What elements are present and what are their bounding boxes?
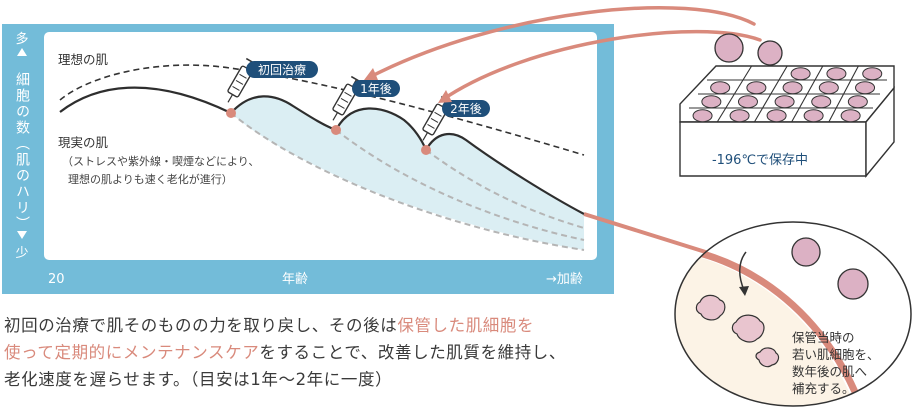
tray-cell xyxy=(774,95,795,109)
storage-tray: -196℃で保存中 xyxy=(679,65,895,178)
aged-cell xyxy=(755,347,780,368)
aged-cell xyxy=(731,314,765,343)
real-skin-label: 現実の肌 xyxy=(58,135,109,150)
insert-arrow-head-icon xyxy=(739,286,749,296)
injection-badge: 2年後 xyxy=(450,102,482,116)
young-cell xyxy=(791,237,821,267)
zoom-circle: 保管当時の 若い肌細胞を、 数年後の肌へ 補充する。 xyxy=(674,221,912,407)
projection-line-2 xyxy=(335,129,585,241)
caption-line-2: 使って定期的にメンテナンスケアをすることで、改善した肌質を維持し、 xyxy=(4,343,567,362)
tray-cell xyxy=(840,109,861,123)
x-axis-label: 年齢 xyxy=(282,272,308,287)
tray-cell xyxy=(818,81,839,95)
ideal-skin-label: 理想の肌 xyxy=(58,52,109,67)
projection-line-1 xyxy=(230,112,585,251)
injection-badge-bg xyxy=(246,61,318,78)
tray-cell xyxy=(746,81,767,95)
tray-cell xyxy=(701,95,722,109)
tray-cell xyxy=(855,81,876,95)
y-axis-up-arrow-icon xyxy=(17,48,27,56)
y-axis-bottom-label: 少 xyxy=(15,246,28,261)
real-skin-note: 理想の肌よりも速く老化が進行） xyxy=(68,172,233,186)
injection-badge: 初回治療 xyxy=(258,63,306,77)
tray-cell xyxy=(692,109,713,123)
caption-line-1: 初回の治療で肌そのものの力を取り戻し、その後は保管した肌細胞を xyxy=(4,316,535,335)
zoom-leader-line xyxy=(583,212,713,256)
x-axis-start-label: 20 xyxy=(48,272,65,287)
stored-cell xyxy=(714,33,744,63)
tray-cell xyxy=(803,109,824,123)
description-caption: 初回の治療で肌そのものの力を取り戻し、その後は保管した肌細胞を 使って定期的にメ… xyxy=(4,312,684,393)
transfer-arrow-head-icon xyxy=(364,68,378,80)
caption-line-3: 老化速度を遅らせます。（目安は1年～2年に一度） xyxy=(4,370,393,389)
zoom-text: 数年後の肌へ xyxy=(792,364,867,379)
projection-line-3 xyxy=(425,149,585,229)
tray-cell xyxy=(826,67,847,81)
injection-badge: 1年後 xyxy=(360,82,392,96)
tray-cell xyxy=(847,95,868,109)
ideal-skin-curve xyxy=(59,64,585,156)
tray-cell xyxy=(729,109,750,123)
zoom-text: 若い肌細胞を、 xyxy=(792,347,880,362)
caption-highlight: 保管した肌細胞を xyxy=(397,316,535,335)
tray-cell xyxy=(790,67,811,81)
transfer-arrow xyxy=(366,6,756,80)
zoom-text: 保管当時の xyxy=(792,330,855,345)
injection-point xyxy=(421,145,431,155)
storage-temperature-label: -196℃で保存中 xyxy=(712,153,808,168)
injection-badge-bg xyxy=(442,100,490,117)
zoom-text: 補充する。 xyxy=(792,381,855,396)
aged-cell xyxy=(695,294,726,321)
y-axis-down-arrow-icon xyxy=(17,231,27,239)
stored-cell xyxy=(757,40,783,66)
injection-point xyxy=(226,108,236,118)
improvement-area xyxy=(231,96,584,250)
young-cell xyxy=(837,268,869,300)
caption-highlight: 使って定期的にメンテナンスケア xyxy=(4,343,260,362)
y-axis-label: 細胞の数（肌のハリ） xyxy=(14,72,30,232)
tray-cell xyxy=(862,67,883,81)
transfer-arrow-head-icon xyxy=(438,90,452,103)
tray-cell xyxy=(782,81,803,95)
tray-cell xyxy=(710,81,731,95)
tray-cell xyxy=(737,95,758,109)
tray-cell xyxy=(811,95,832,109)
x-axis-end-label: →加齢 xyxy=(546,272,583,287)
tray-cell-grid xyxy=(689,65,887,123)
tray-side-face xyxy=(865,86,895,178)
insert-arrow xyxy=(739,251,747,291)
y-axis-top-label: 多 xyxy=(15,31,28,47)
real-skin-curve xyxy=(59,86,585,215)
injection-point xyxy=(331,125,341,135)
real-skin-note: （ストレスや紫外線・喫煙などにより、 xyxy=(62,154,259,168)
injection-badge-bg xyxy=(352,80,400,97)
tray-cell xyxy=(766,109,787,123)
